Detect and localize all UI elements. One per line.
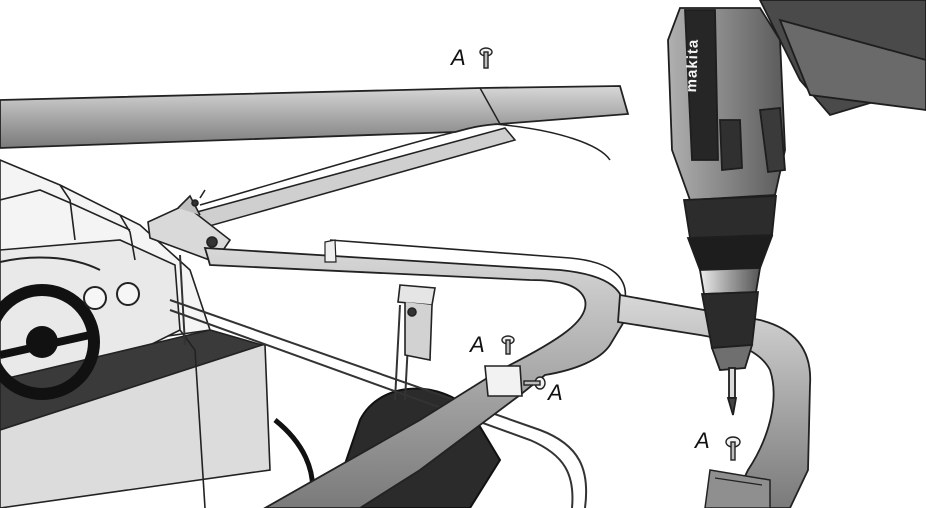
brace-tube [173, 127, 517, 233]
screw-group [479, 47, 741, 461]
cordless-drill [667, 0, 926, 416]
upper-bow [0, 85, 630, 206]
screw-mid-upper [501, 335, 515, 355]
callout-label-a-top: A [451, 45, 466, 70]
callout-label-a-side: A [548, 380, 563, 405]
screw-mid-side [523, 376, 546, 390]
tube-joint [397, 284, 523, 397]
callout-label-a-lower: A [695, 428, 710, 453]
callout-label-a-mid: A [470, 332, 485, 357]
drill-brand-text: makita [683, 38, 702, 93]
screw-top [479, 47, 493, 69]
steering-wheel [0, 256, 140, 400]
screw-lower-right [725, 436, 741, 461]
